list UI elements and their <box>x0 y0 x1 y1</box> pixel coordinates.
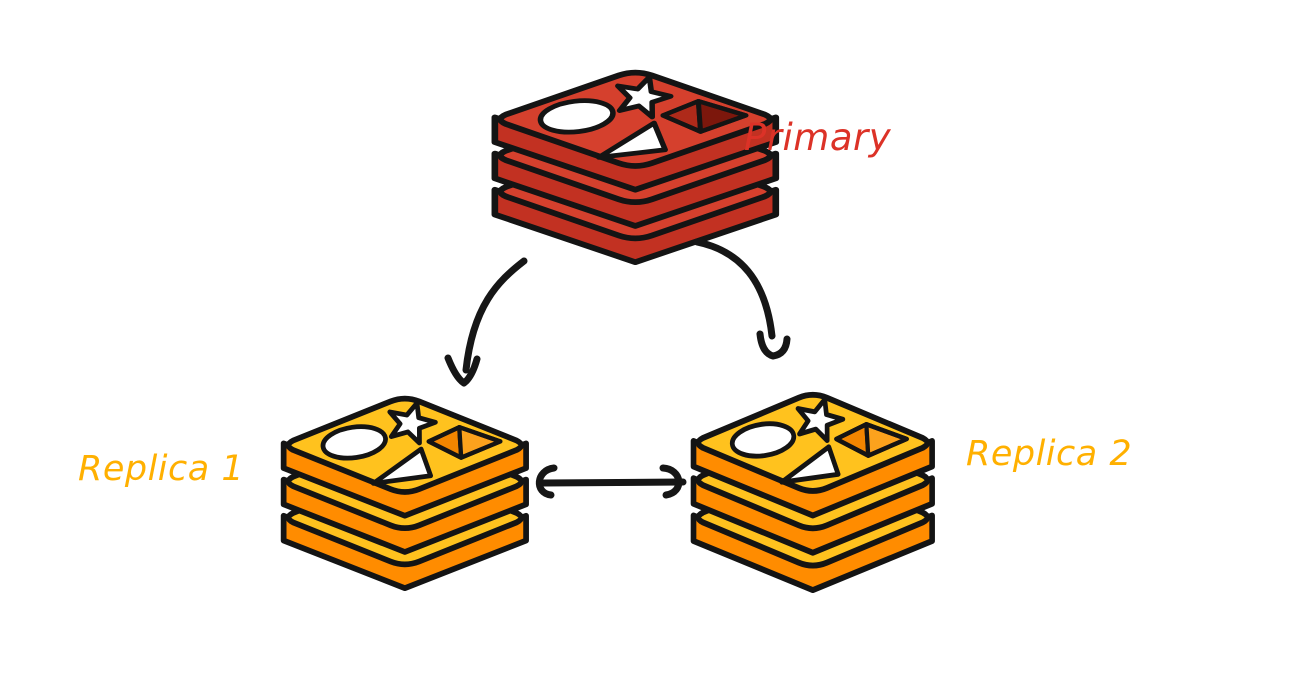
redis-ellipse-cutout <box>729 421 797 459</box>
replica-2-label: Replica 2 <box>966 434 1133 474</box>
primary-label: Primary <box>744 116 892 159</box>
replica-1-redis-stack-icon <box>280 395 529 592</box>
redis-triangle-cutout <box>779 444 841 485</box>
redis-star-cutout <box>387 400 438 446</box>
redis-ellipse-cutout <box>537 98 616 135</box>
stack-layer-face <box>695 391 931 494</box>
primary-redis-stack-icon <box>491 69 780 266</box>
redis-star-cutout <box>795 396 846 444</box>
redis-triangle-cutout <box>596 120 668 160</box>
redis-ellipse-cutout <box>320 424 388 461</box>
redis-square-hole-outline <box>426 425 503 460</box>
bidirectional-arrow-replica-1-replica-2-icon <box>535 464 687 499</box>
redis-square-hole-outline <box>834 422 909 458</box>
redis-star-cutout <box>615 74 674 120</box>
redis-square-hole-outline <box>660 99 749 134</box>
redis-triangle-cutout <box>370 446 434 486</box>
replica-1-label: Replica 1 <box>78 449 245 489</box>
arrow-primary-to-replica-1-icon <box>444 257 528 387</box>
stack-layer-face <box>497 69 774 169</box>
replica-2-redis-stack-icon <box>690 391 935 594</box>
stack-layer-face <box>285 395 525 495</box>
